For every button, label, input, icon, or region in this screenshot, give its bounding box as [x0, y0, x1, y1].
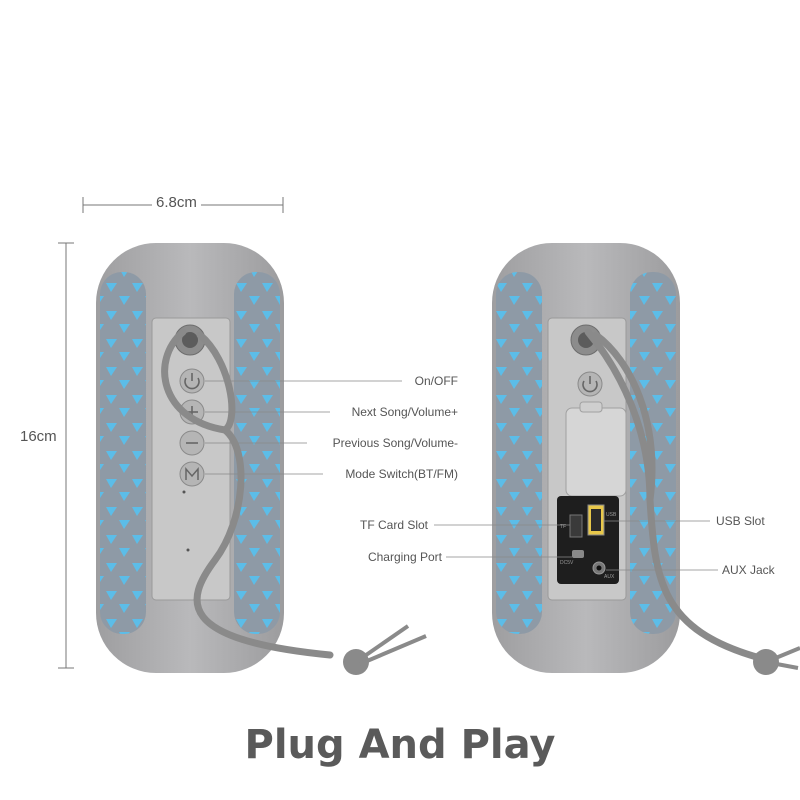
tf-mark: TF	[560, 524, 567, 530]
speaker-front	[96, 243, 427, 675]
callout-charging-port: Charging Port	[367, 550, 442, 564]
rear-callout-lines	[434, 520, 718, 571]
port-cover-flap	[565, 407, 627, 497]
volume-down-button	[179, 430, 205, 456]
callout-usb-slot: USB Slot	[716, 514, 765, 528]
height-label: 16cm	[16, 428, 61, 445]
front-callout-lines	[205, 380, 402, 475]
callout-next-song: Next Song/Volume+	[351, 405, 458, 419]
speaker-rear	[492, 243, 800, 675]
callout-mode-switch: Mode Switch(BT/FM)	[345, 467, 458, 481]
callout-on-off: On/OFF	[414, 374, 458, 388]
callout-previous-song: Previous Song/Volume-	[332, 436, 458, 450]
callout-tf-card-slot: TF Card Slot	[359, 518, 428, 532]
micro-usb-port	[572, 550, 584, 558]
power-button	[179, 368, 205, 394]
height-dimension	[58, 242, 74, 669]
caption-title: Plug And Play	[244, 722, 556, 768]
callout-aux-jack: AUX Jack	[722, 563, 775, 577]
usb-mark: USB	[606, 512, 617, 518]
dc-mark: DC5V	[560, 560, 574, 566]
lanyard-strap	[161, 328, 334, 659]
tf-card-slot	[569, 514, 583, 538]
power-button-rear	[577, 371, 603, 397]
width-label: 6.8cm	[152, 194, 201, 211]
aux-mark: AUX	[604, 574, 615, 580]
mode-button	[179, 461, 205, 487]
